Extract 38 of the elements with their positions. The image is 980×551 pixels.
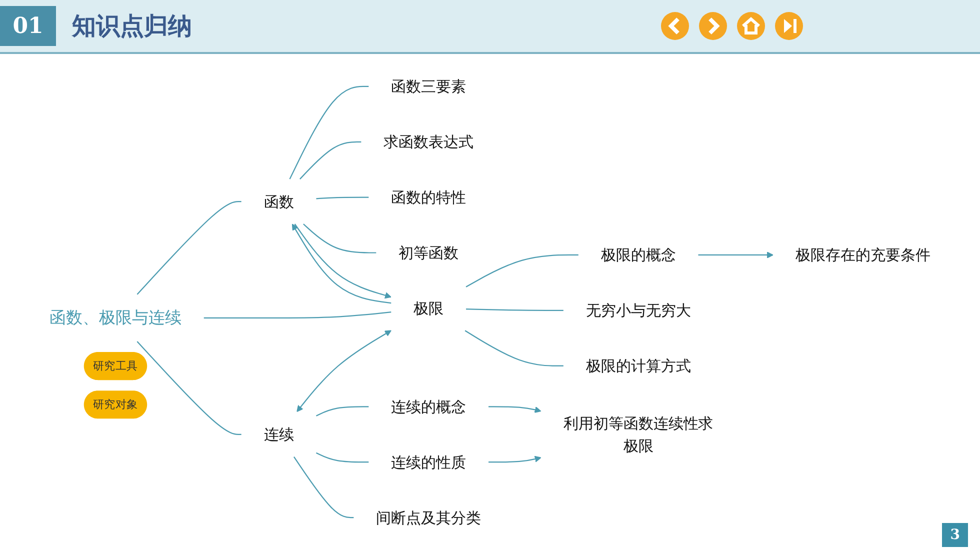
- connector: [300, 141, 362, 180]
- node-box: 研究对象: [84, 390, 148, 419]
- node-text: 连续的概念: [391, 398, 466, 416]
- connector: [316, 452, 369, 463]
- connector: [289, 86, 369, 180]
- node-text: 连续: [264, 425, 294, 444]
- node-text: 函数、极限与连续: [50, 308, 182, 328]
- node-text: 极限: [414, 299, 444, 318]
- node-text: 利用初等函数连续性求极限: [563, 414, 714, 455]
- arrow: [488, 406, 542, 413]
- connector: [204, 312, 392, 318]
- node-text: 函数: [264, 192, 294, 211]
- node-text: 极限存在的充要条件: [796, 246, 930, 264]
- connector: [303, 224, 376, 254]
- connector: [466, 254, 578, 288]
- slide-title: 知识点归纳: [72, 11, 192, 42]
- connector: [464, 330, 564, 366]
- node-text: 极限的计算方式: [586, 356, 691, 375]
- node-box: 研究工具: [84, 352, 148, 380]
- arrow: [698, 252, 774, 258]
- node-text: 无穷小与无穷大: [586, 301, 691, 320]
- node-text: 连续的性质: [391, 453, 466, 472]
- connector: [466, 308, 564, 311]
- connector: [136, 200, 242, 295]
- node-text: 初等函数: [398, 244, 459, 262]
- arrow: [296, 330, 392, 412]
- connector: [293, 456, 354, 518]
- connector: [316, 196, 369, 200]
- connector: [136, 341, 242, 435]
- node-text: 极限的概念: [600, 246, 676, 264]
- page-number: 3: [942, 523, 968, 547]
- node-text: 间断点及其分类: [376, 508, 482, 527]
- arrow: [488, 456, 542, 463]
- node-text: 函数三要素: [391, 77, 466, 96]
- connector: [316, 406, 369, 416]
- section-number: 01: [0, 6, 56, 46]
- node-text: 求函数表达式: [384, 132, 474, 151]
- node-text: 函数的特性: [391, 188, 466, 206]
